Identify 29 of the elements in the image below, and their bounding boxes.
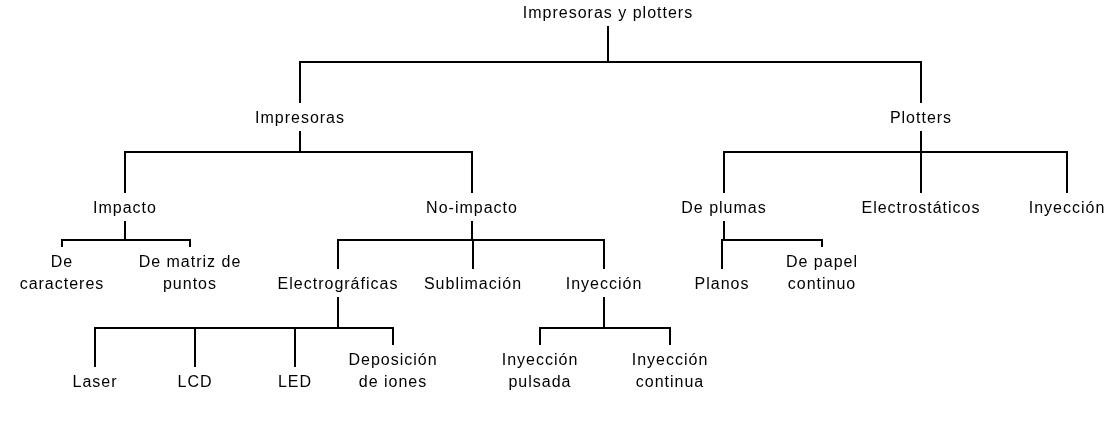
category-label: Impresoras [255,107,345,129]
category-label: Impacto [93,197,157,219]
category-label: Plotters [889,107,953,129]
category-label: Deposición de iones [343,349,443,393]
category-label: De caracteres [14,251,110,295]
category-label: Sublimación [423,273,523,295]
tree-connector [723,220,823,248]
tree-connector [471,220,605,270]
category-label: Inyección pulsada [495,349,585,393]
category-label: Inyección [1028,197,1106,219]
category-label: Planos [694,273,750,295]
category-label: LCD [177,371,213,393]
category-label: Impresoras y plotters [522,2,694,24]
category-label: Electrográficas [277,273,399,295]
category-label: No-impacto [426,197,518,219]
tree-connector [603,296,671,346]
category-label: De papel continuo [767,251,877,295]
category-label: Laser [72,371,118,393]
tree-connector [337,296,394,346]
tree-connector [920,130,1068,194]
category-label: LED [277,371,313,393]
tree-connector [124,220,191,248]
category-label: De plumas [681,197,767,219]
category-label: De matriz de puntos [135,251,245,295]
tree-connector [299,130,473,194]
tree-connector [607,25,922,104]
category-label: Inyección continua [625,349,715,393]
category-label: Electrostáticos [861,197,981,219]
category-label: Inyección [565,273,643,295]
